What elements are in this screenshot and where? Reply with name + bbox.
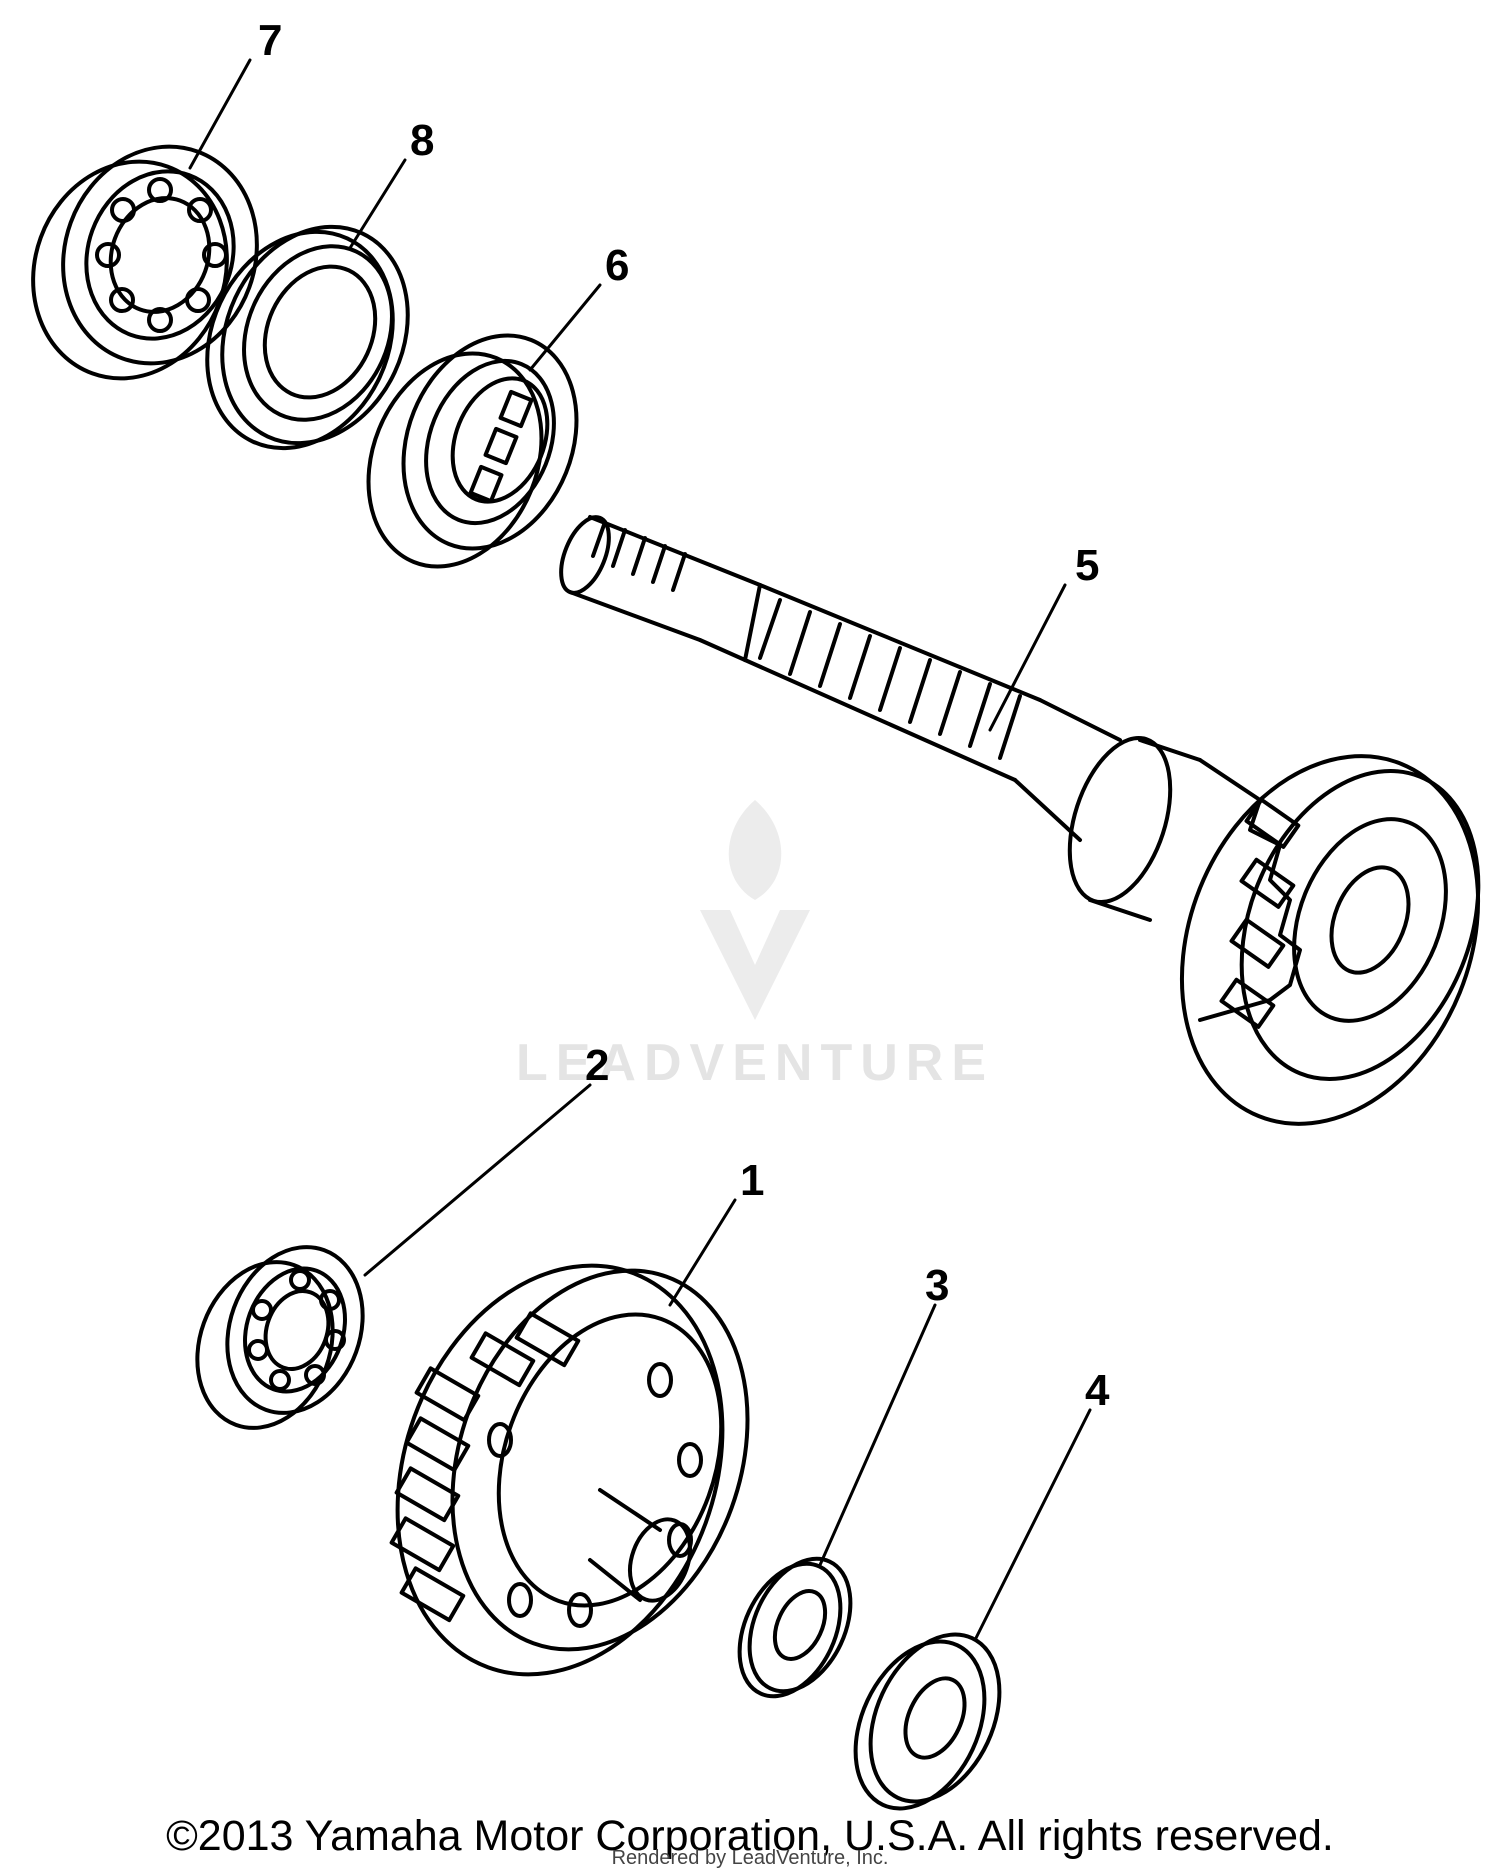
leadventure-watermark: LEADVENTURE <box>516 800 994 1092</box>
callout-6: 6 <box>605 241 629 290</box>
callout-4: 4 <box>1085 1366 1110 1415</box>
copyright-notice: ©2013 Yamaha Motor Corporation, U.S.A. A… <box>166 1812 1334 1860</box>
callout-8: 8 <box>410 116 434 165</box>
rendered-by-notice: Rendered by LeadVenture, Inc. <box>611 1847 889 1869</box>
part-8-oil-seal <box>205 224 410 451</box>
part-2-ball-bearing <box>195 1245 365 1430</box>
watermark-text: LEADVENTURE <box>516 1034 994 1092</box>
part-3-washer <box>737 1556 853 1699</box>
part-6-roller-bearing <box>366 333 579 569</box>
callout-7: 7 <box>258 16 282 65</box>
part-1-gear <box>389 1263 750 1677</box>
callout-5: 5 <box>1075 541 1099 590</box>
callout-2: 2 <box>585 1041 609 1090</box>
part-5-main-shaft <box>559 515 1481 1126</box>
callout-1: 1 <box>740 1156 764 1205</box>
part-4-washer <box>853 1632 1002 1811</box>
callout-3: 3 <box>925 1261 949 1310</box>
leader-lines <box>188 58 1092 1642</box>
